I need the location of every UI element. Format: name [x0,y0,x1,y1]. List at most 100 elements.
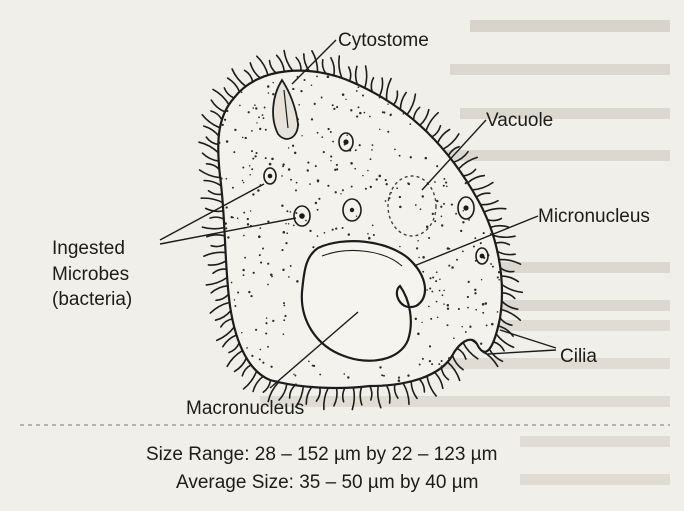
stipple-dot [267,220,269,222]
stipple-dot [383,375,385,377]
stipple-dot [456,259,458,261]
stipple-dot [379,97,381,99]
cilium [493,235,515,237]
stipple-dot [252,193,254,195]
stipple-dot [232,187,234,189]
stipple-dot [348,233,350,235]
stipple-dot [394,149,396,151]
stipple-dot [234,299,236,301]
stipple-dot [347,376,349,378]
cilium [213,269,227,273]
stipple-dot [435,280,437,282]
stipple-dot [316,76,318,78]
cilium [322,60,325,74]
cilium [468,176,485,183]
stipple-dot [293,225,295,227]
label-vacuole: Vacuole [486,110,553,131]
stipple-dot [298,104,300,106]
stipple-dot [247,218,249,220]
cilium [476,193,490,197]
stipple-dot [381,374,383,376]
stipple-dot [417,240,419,242]
stipple-dot [281,204,283,206]
stipple-dot [301,135,302,136]
stipple-dot [465,331,467,333]
stipple-dot [474,237,476,239]
cilium [250,63,260,78]
cilium [206,137,218,144]
stipple-dot [436,165,438,167]
stipple-dot [367,233,369,235]
stipple-dot [362,94,364,96]
stipple-dot [335,227,337,229]
stipple-dot [426,289,428,291]
stipple-dot [386,183,388,185]
stipple-dot [458,308,460,310]
stipple-dot [267,346,269,348]
stipple-dot [296,182,298,184]
stipple-dot [315,202,317,204]
stipple-dot [461,326,463,328]
stipple-dot [251,168,253,170]
stipple-dot [492,266,494,268]
stipple-dot [303,79,305,81]
stipple-dot [247,223,249,225]
stipple-dot [436,301,438,303]
stipple-dot [262,362,264,364]
stipple-dot [370,186,372,188]
stipple-dot [296,280,299,283]
label-cilia: Cilia [560,346,597,367]
stipple-dot [342,189,344,191]
stipple-dot [292,145,294,147]
stipple-dot [251,150,253,152]
cilium [207,164,220,170]
stipple-dot [387,131,389,133]
stipple-dot [351,186,353,188]
stipple-dot [385,200,387,202]
stipple-dot [225,222,227,224]
stipple-dot [242,167,244,169]
stipple-dot [446,186,448,188]
stipple-dot [358,106,360,108]
stipple-dot [218,134,220,136]
stipple-dot [263,117,265,119]
stipple-dot [290,265,292,267]
stipple-dot [428,306,430,308]
cilium [202,227,224,229]
stipple-dot [443,303,444,304]
stipple-dot [272,93,274,95]
stipple-dot [305,220,307,222]
stipple-dot [282,269,284,271]
stipple-dot [327,75,330,78]
stipple-dot [249,174,251,176]
cilium [209,191,223,195]
stipple-dot [272,320,274,322]
stipple-dot [429,287,431,289]
stipple-dot [370,158,372,160]
stipple-dot [382,111,384,113]
stipple-dot [356,116,358,118]
stipple-dot [242,269,244,271]
stipple-dot [440,206,442,208]
cilium [371,78,373,92]
stipple-dot [330,160,331,161]
stipple-dot [474,289,476,291]
stipple-dot [255,152,257,154]
stipple-dot [399,155,401,157]
stipple-dot [288,147,289,148]
stipple-dot [256,122,257,123]
stipple-dot [267,263,269,265]
stipple-dot [335,191,337,193]
stipple-dot [251,355,253,357]
stipple-dot [311,84,312,85]
stipple-dot [368,237,371,240]
stipple-dot [434,181,436,183]
stipple-dot [385,179,387,181]
cilium [228,78,240,92]
label-ingested-line2: Microbes [52,264,129,285]
stipple-dot [257,189,260,192]
stipple-dot [265,332,267,334]
stipple-dot [428,237,430,239]
stipple-dot [379,129,380,130]
stipple-dot [422,195,424,197]
